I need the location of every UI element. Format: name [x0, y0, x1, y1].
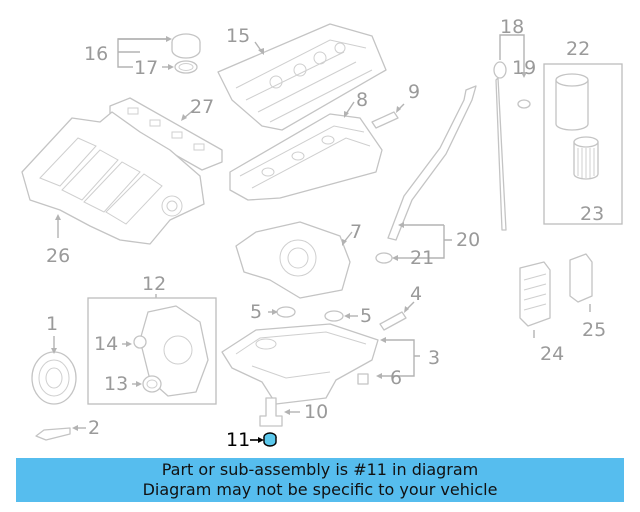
- label-5b: 5: [360, 305, 372, 327]
- label-21: 21: [410, 247, 434, 269]
- label-2: 2: [88, 417, 100, 439]
- label-8: 8: [356, 89, 368, 111]
- oil-filter-group: [543, 63, 623, 225]
- timing-case: [235, 221, 353, 299]
- label-23: 23: [580, 203, 604, 225]
- label-9: 9: [408, 81, 420, 103]
- valve-cover: [217, 23, 387, 131]
- banner-line-1: Part or sub-assembly is #11 in diagram: [161, 460, 479, 479]
- label-19: 19: [512, 57, 536, 79]
- label-14: 14: [94, 333, 118, 355]
- label-25: 25: [582, 319, 606, 341]
- seals: [268, 301, 415, 331]
- oil-level-sensor: [259, 397, 300, 427]
- crank-pulley-group: [31, 336, 86, 441]
- intake-gasket: [109, 97, 223, 171]
- label-13: 13: [104, 373, 128, 395]
- label-16: 16: [84, 43, 108, 65]
- label-17: 17: [134, 57, 158, 79]
- label-18: 18: [500, 16, 524, 38]
- label-11-highlighted: 11: [226, 429, 250, 451]
- label-22: 22: [566, 38, 590, 60]
- label-26: 26: [46, 245, 70, 267]
- label-6: 6: [390, 367, 402, 389]
- oil-pan: [221, 323, 420, 405]
- label-27: 27: [190, 96, 214, 118]
- dipstick-group: [375, 34, 531, 264]
- label-1: 1: [46, 313, 58, 335]
- label-20: 20: [456, 229, 480, 251]
- oil-cooler-group: [519, 253, 593, 338]
- label-3: 3: [428, 347, 440, 369]
- label-12: 12: [142, 273, 166, 295]
- cylinder-head: [229, 101, 383, 201]
- intake-manifold: [21, 111, 205, 245]
- info-banner: Part or sub-assembly is #11 in diagram D…: [16, 458, 624, 502]
- label-24: 24: [540, 343, 564, 365]
- label-15: 15: [226, 25, 250, 47]
- oil-filler-cap-group: [117, 33, 201, 74]
- label-5a: 5: [250, 301, 262, 323]
- label-4: 4: [410, 283, 422, 305]
- banner-line-2: Diagram may not be specific to your vehi…: [142, 480, 498, 499]
- timing-cover-group: [87, 294, 217, 405]
- drain-plug-highlighted[interactable]: [250, 432, 277, 447]
- label-7: 7: [350, 221, 362, 243]
- label-10: 10: [304, 401, 328, 423]
- sensor-9: [371, 103, 405, 129]
